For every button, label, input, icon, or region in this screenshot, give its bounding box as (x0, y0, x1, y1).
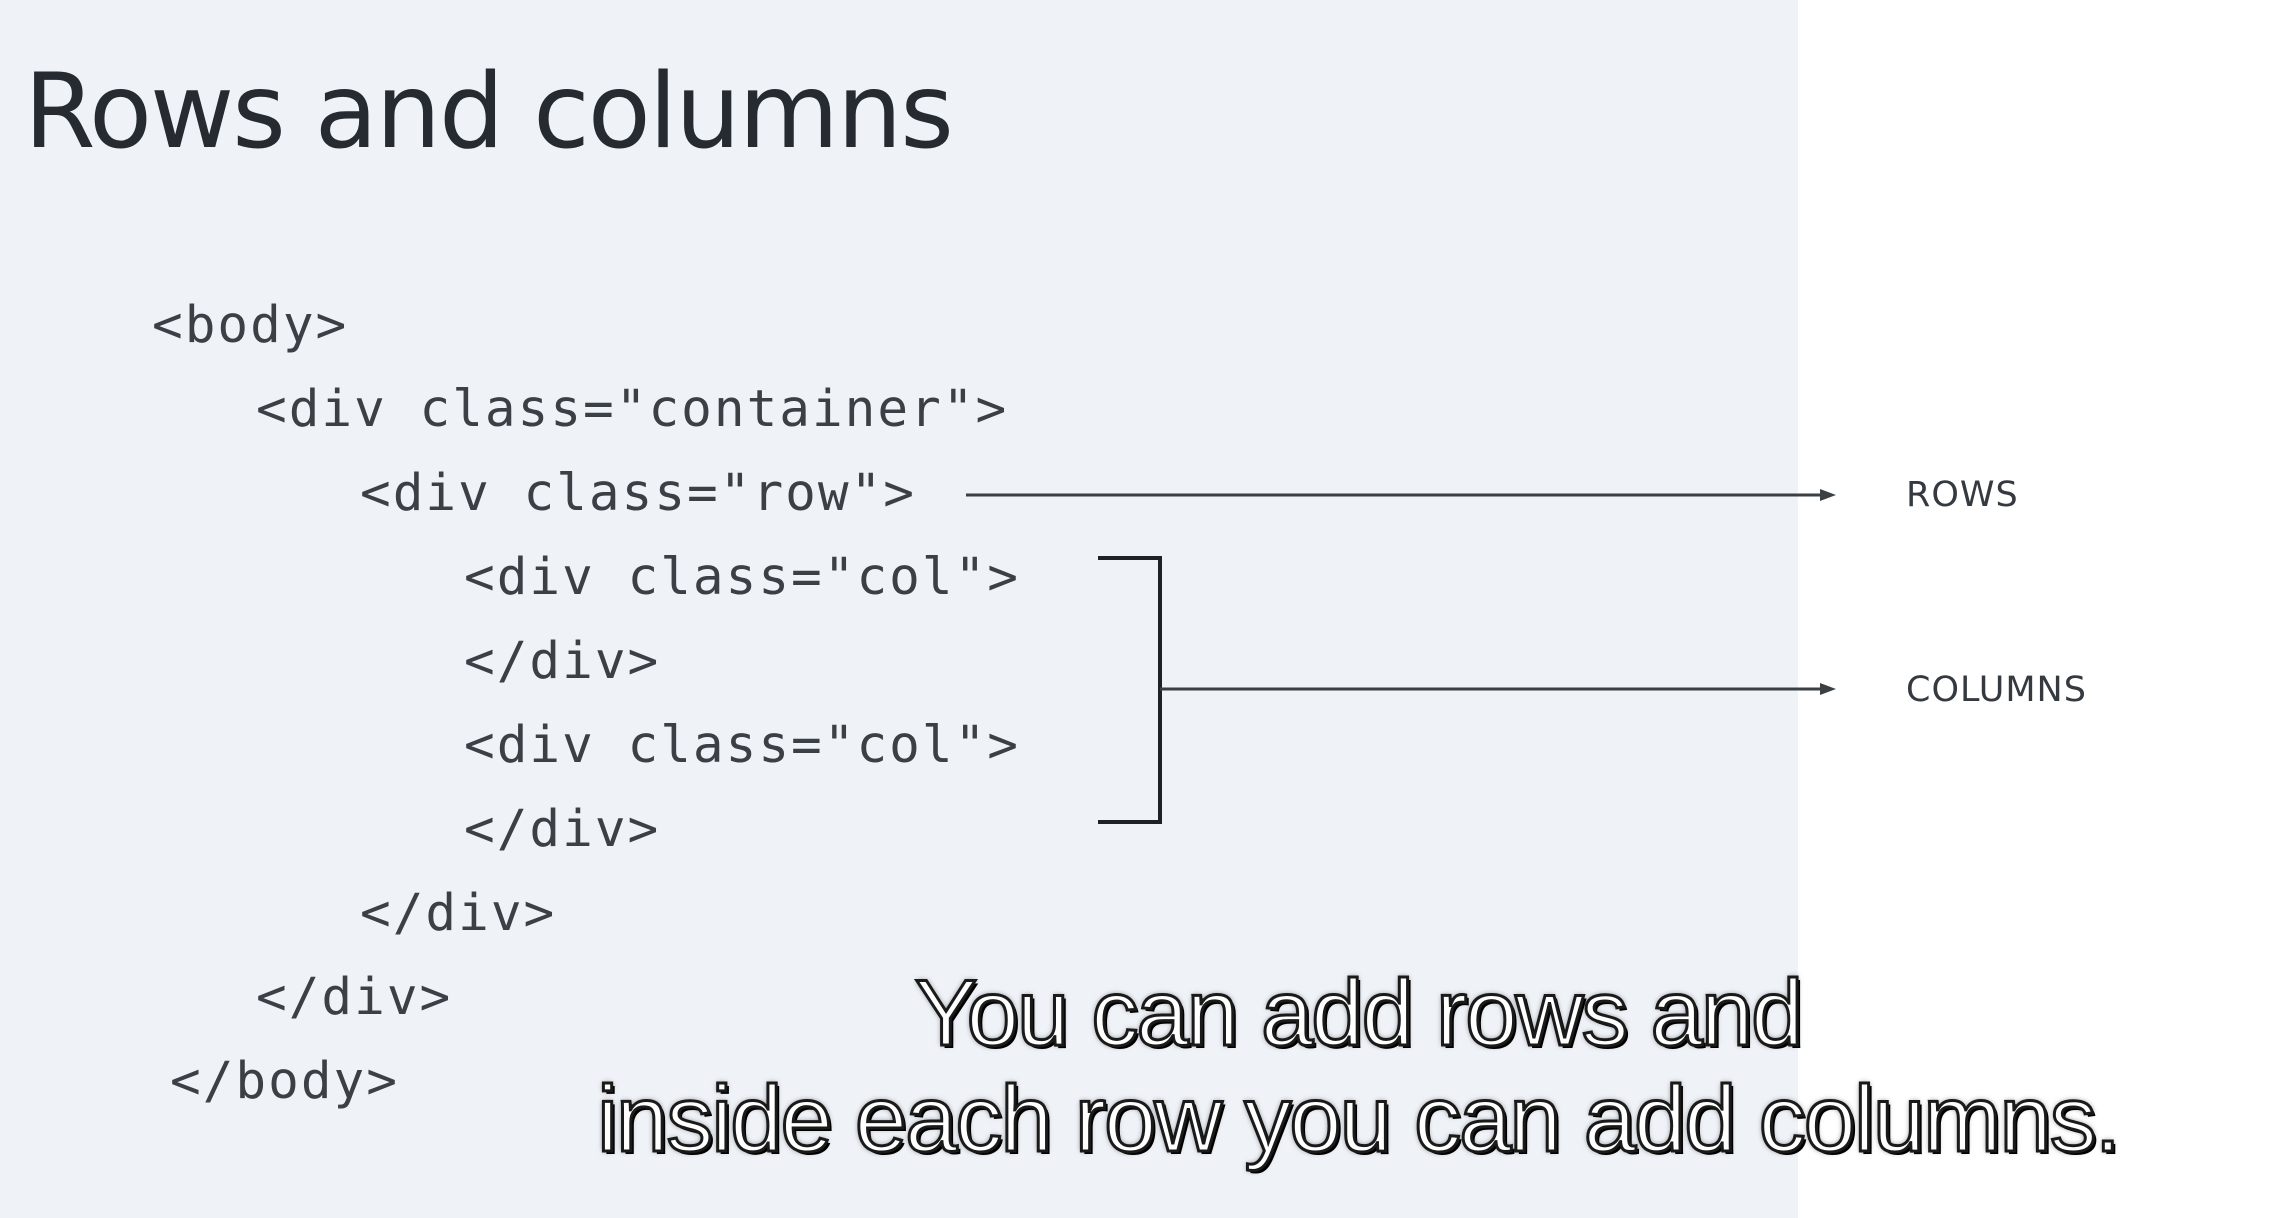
rows-arrowhead (1820, 489, 1836, 501)
caption-line-2: inside each row you can add columns. (596, 1065, 2123, 1173)
columns-arrowhead (1820, 683, 1836, 695)
code-line-col-close-2: </div> (464, 800, 661, 859)
code-line-col-close-1: </div> (464, 632, 661, 691)
code-line-body-close: </body> (170, 1052, 399, 1111)
subtitle-caption: You can add rows and inside each row you… (488, 959, 2228, 1173)
code-line-row-open: <div class="row"> (360, 464, 916, 523)
columns-bracket (1098, 556, 1162, 824)
code-line-container-close: </div> (256, 968, 453, 1027)
columns-label: COLUMNS (1906, 670, 2087, 710)
slide-panel (0, 0, 1798, 1218)
code-line-body-open: <body> (152, 296, 349, 355)
caption-line-1: You can add rows and (913, 959, 1805, 1067)
code-line-row-close: </div> (360, 884, 557, 943)
code-line-col-open-2: <div class="col"> (464, 716, 1020, 775)
slide-title: Rows and columns (24, 52, 954, 172)
code-line-container-open: <div class="container"> (256, 380, 1009, 439)
rows-label: ROWS (1906, 475, 2019, 515)
code-line-col-open-1: <div class="col"> (464, 548, 1020, 607)
